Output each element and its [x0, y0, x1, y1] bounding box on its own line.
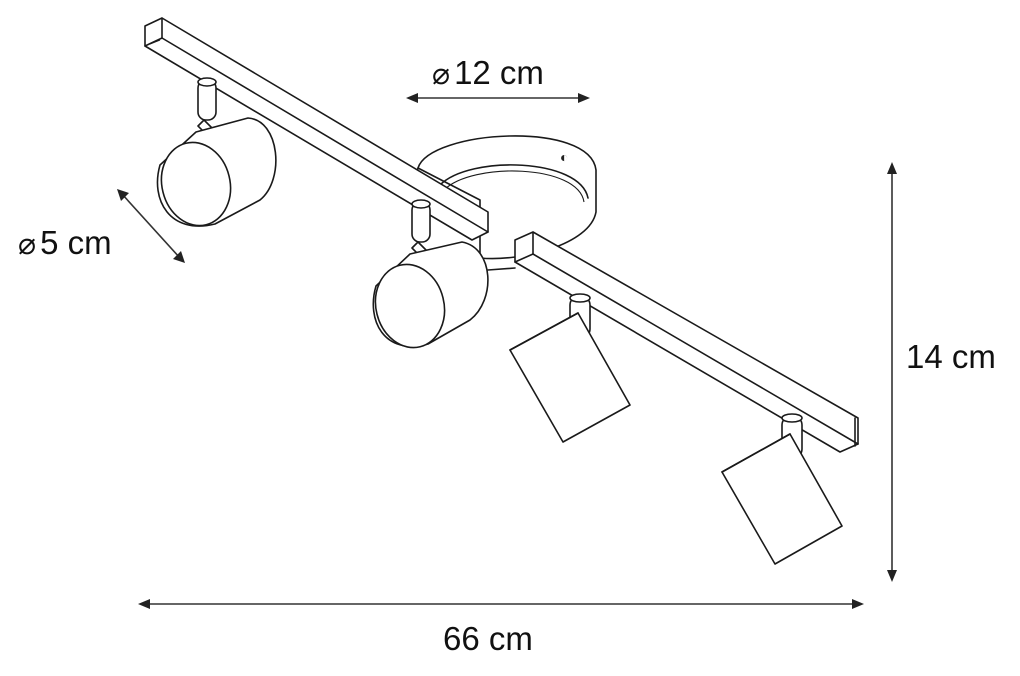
length-label: 66 cm: [443, 622, 533, 655]
dimension-canopy-arrow: [406, 93, 590, 103]
canopy-diameter-label: ⌀12 cm: [432, 56, 544, 90]
bar-right-section: [514, 231, 859, 453]
dimension-length-arrow: [138, 599, 864, 609]
cylinder-spot-1: [156, 77, 277, 227]
canopy-diameter-value: 12 cm: [454, 54, 544, 91]
diameter-icon: ⌀: [432, 58, 451, 91]
spot-diameter-value: 5 cm: [40, 224, 112, 261]
spot-diameter-label: ⌀5 cm: [18, 226, 112, 260]
dimension-spot-arrow: [117, 189, 185, 263]
bar-left-section: [144, 17, 489, 241]
square-spot-3: [509, 293, 631, 443]
height-value: 14 cm: [906, 338, 996, 375]
cylinder-spot-2: [372, 199, 516, 349]
screw-icon: ◐: [560, 149, 568, 165]
square-spot-4: [721, 413, 843, 565]
length-value: 66 cm: [443, 620, 533, 657]
height-label: 14 cm: [906, 340, 996, 373]
dimension-height-arrow: [887, 162, 897, 582]
diameter-icon: ⌀: [18, 228, 37, 261]
